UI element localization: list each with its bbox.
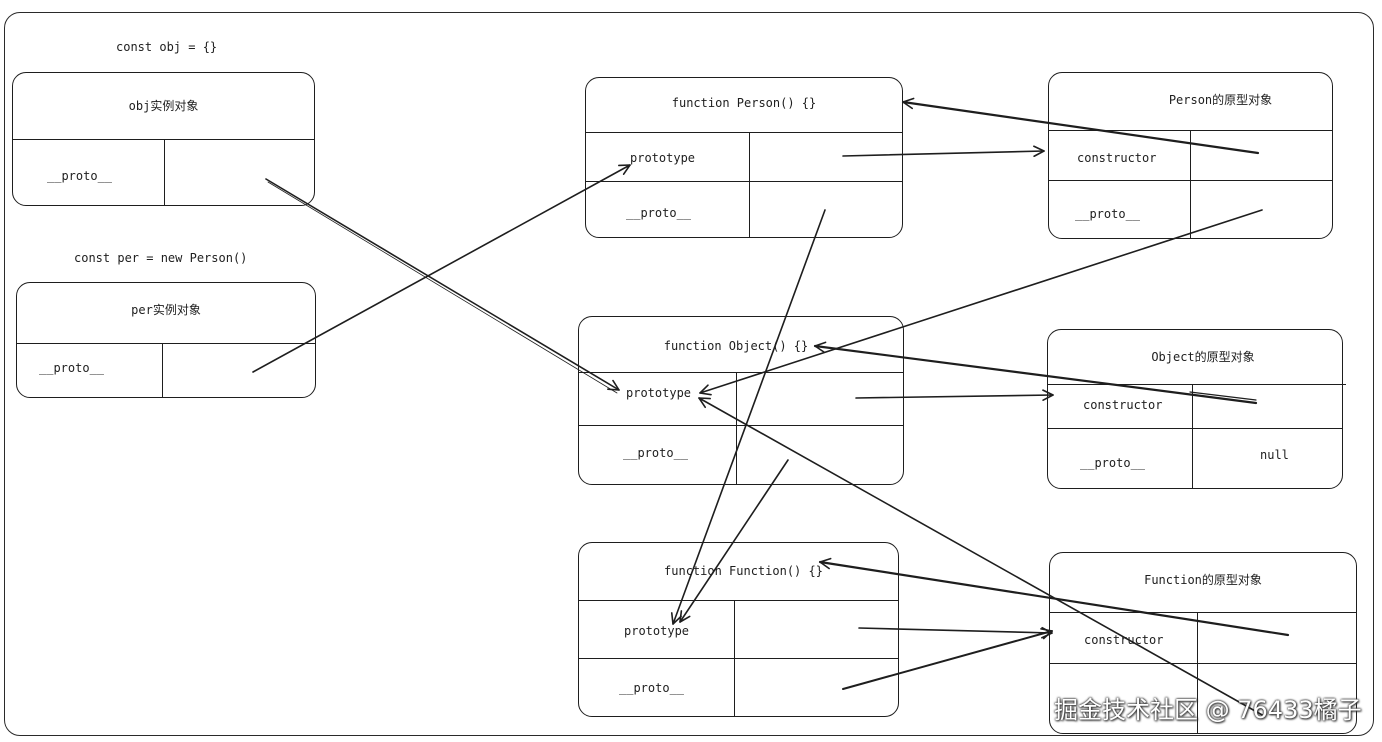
object-prototype-object-box: Object的原型对象 constructor __proto__ null bbox=[1047, 329, 1346, 489]
column-divider bbox=[164, 139, 165, 205]
row-divider bbox=[13, 139, 314, 140]
function-function-box: function Function() {} prototype __proto… bbox=[578, 542, 899, 717]
object-proto-label: __proto__ bbox=[623, 446, 689, 460]
row-divider bbox=[1050, 612, 1356, 613]
row-divider bbox=[1048, 428, 1342, 429]
obj-proto-label: __proto__ bbox=[47, 169, 113, 183]
row-divider bbox=[579, 425, 903, 426]
row-divider bbox=[579, 372, 903, 373]
column-divider bbox=[1192, 384, 1193, 488]
row-divider bbox=[1050, 663, 1356, 664]
column-divider bbox=[736, 372, 737, 484]
row-divider bbox=[579, 658, 898, 659]
person-prototype-constructor-label: constructor bbox=[1077, 151, 1157, 165]
row-divider bbox=[586, 181, 902, 182]
function-proto-label: __proto__ bbox=[619, 681, 685, 695]
object-prototype-null-value: null bbox=[1260, 448, 1289, 462]
person-prototype-label: prototype bbox=[630, 151, 696, 165]
row-divider bbox=[1048, 384, 1346, 385]
column-divider bbox=[162, 343, 163, 397]
person-prototype-proto-label: __proto__ bbox=[1075, 207, 1141, 221]
function-prototype-label: prototype bbox=[624, 624, 690, 638]
person-prototype-object-box: Person的原型对象 constructor __proto__ bbox=[1048, 72, 1333, 239]
object-prototype-label: prototype bbox=[626, 386, 692, 400]
column-divider bbox=[734, 600, 735, 716]
function-prototype-object-title: Function的原型对象 bbox=[1144, 573, 1262, 587]
row-divider bbox=[579, 600, 898, 601]
object-function-box: function Object() {} prototype __proto__ bbox=[578, 316, 904, 485]
watermark: 掘金技术社区 @ 76433橘子 bbox=[1054, 696, 1362, 724]
per-instance-box: per实例对象 __proto__ bbox=[16, 282, 316, 398]
person-prototype-object-title: Person的原型对象 bbox=[1168, 93, 1273, 107]
per-proto-label: __proto__ bbox=[39, 361, 105, 375]
row-divider bbox=[17, 343, 315, 344]
diagram-frame bbox=[4, 12, 1374, 736]
object-prototype-proto-label: __proto__ bbox=[1080, 456, 1146, 470]
object-prototype-object-title: Object的原型对象 bbox=[1151, 350, 1255, 364]
column-divider bbox=[749, 132, 750, 237]
column-divider bbox=[1190, 130, 1191, 238]
per-instance-title: per实例对象 bbox=[131, 303, 201, 317]
per-declaration-caption: const per = new Person() bbox=[74, 251, 248, 265]
person-function-box: function Person() {} prototype __proto__ bbox=[585, 77, 903, 238]
obj-declaration-caption: const obj = {} bbox=[116, 40, 218, 54]
row-divider bbox=[586, 132, 902, 133]
function-prototype-constructor-label: constructor bbox=[1084, 633, 1164, 647]
obj-instance-box: obj实例对象 __proto__ bbox=[12, 72, 315, 206]
person-function-title: function Person() {} bbox=[671, 96, 817, 110]
obj-instance-title: obj实例对象 bbox=[128, 99, 199, 113]
person-proto-label: __proto__ bbox=[626, 206, 692, 220]
object-function-title: function Object() {} bbox=[663, 339, 809, 353]
function-function-title: function Function() {} bbox=[664, 564, 823, 578]
object-prototype-constructor-label: constructor bbox=[1083, 398, 1163, 412]
